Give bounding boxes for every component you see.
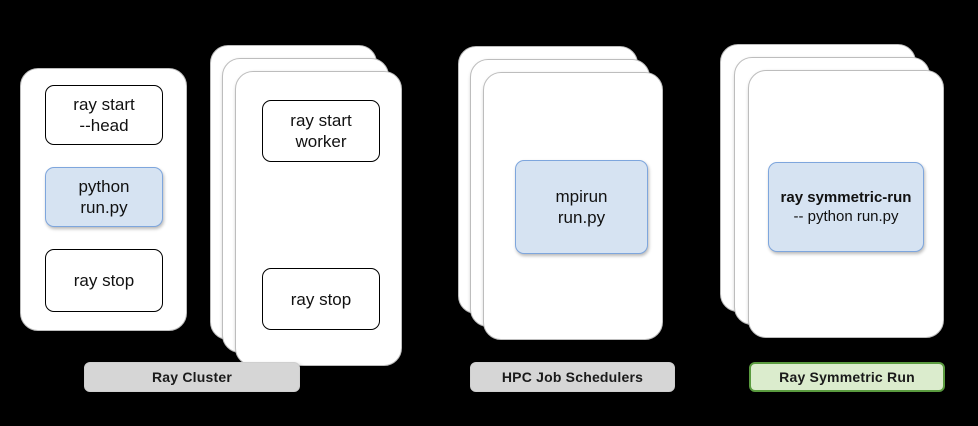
cmd-line-2: --head bbox=[79, 116, 129, 135]
cmd-line-1: mpirun bbox=[555, 187, 608, 206]
cmd-line-1: ray stop bbox=[290, 289, 352, 309]
group-label-ray-cluster: Ray Cluster bbox=[84, 362, 300, 392]
group-label-hpc-job-schedulers: HPC Job Schedulers bbox=[470, 362, 675, 392]
cmd-ray-stop-head: ray stop bbox=[45, 249, 163, 312]
group-label-ray-symmetric-run: Ray Symmetric Run bbox=[749, 362, 945, 392]
group-label-text: HPC Job Schedulers bbox=[501, 369, 644, 385]
cmd-ray-stop-worker: ray stop bbox=[262, 268, 380, 330]
cmd-line-1: ray symmetric-run bbox=[780, 189, 912, 206]
cmd-line-1: ray start bbox=[73, 95, 135, 114]
cmd-line-2: -- python run.py bbox=[793, 208, 899, 225]
cmd-line-2: worker bbox=[295, 132, 347, 151]
cmd-ray-symmetric-run: ray symmetric-run -- python run.py bbox=[768, 162, 924, 252]
cmd-mpirun-run-py: mpirun run.py bbox=[515, 160, 648, 254]
cmd-ray-start-worker: ray start worker bbox=[262, 100, 380, 162]
cmd-line-2: run.py bbox=[80, 198, 128, 217]
cmd-python-run-py: python run.py bbox=[45, 167, 163, 227]
group-label-text: Ray Cluster bbox=[151, 369, 232, 385]
cmd-ray-start-head: ray start --head bbox=[45, 85, 163, 145]
cmd-line-1: ray stop bbox=[73, 271, 135, 290]
cmd-line-2: run.py bbox=[557, 208, 606, 227]
group-label-text: Ray Symmetric Run bbox=[779, 369, 915, 385]
cmd-line-1: python bbox=[78, 177, 130, 196]
cmd-line-1: ray start bbox=[290, 111, 352, 130]
